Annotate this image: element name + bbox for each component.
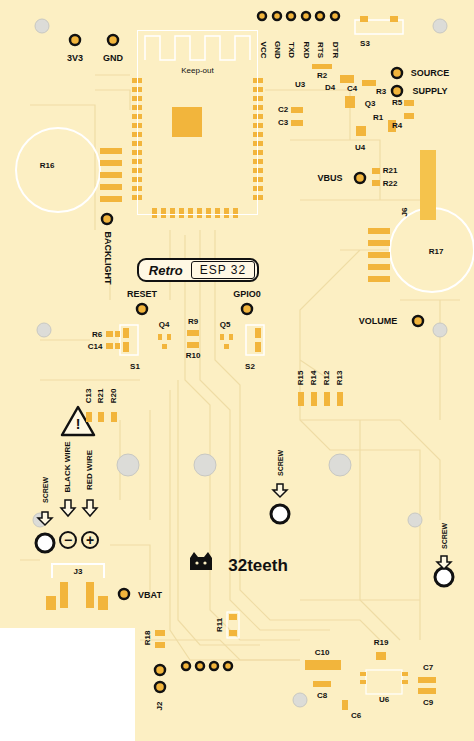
silkscreen-label: R11	[216, 618, 224, 632]
silkscreen-label: R13	[336, 371, 344, 386]
silkscreen-label: VCC	[259, 42, 267, 59]
silkscreen-label: C3	[278, 119, 288, 127]
silkscreen-label: Q3	[365, 100, 376, 108]
silkscreen-label: D4	[325, 84, 335, 92]
silkscreen-label: Q4	[159, 321, 170, 329]
silkscreen-label: C8	[317, 692, 327, 700]
silkscreen-label: RED WIRE	[86, 450, 94, 490]
silkscreen-label: R9	[188, 318, 198, 326]
silkscreen-label: R18	[144, 631, 152, 646]
silkscreen-label: R5	[392, 99, 402, 107]
silkscreen-label: RESET	[127, 290, 157, 299]
mounting-holes	[33, 19, 447, 707]
silkscreen-label: J6	[401, 208, 409, 217]
silkscreen-label: U3	[295, 81, 305, 89]
silkscreen-label: R15	[297, 371, 305, 386]
silkscreen-label: C9	[423, 699, 433, 707]
module-keepout: Keep-out	[137, 30, 258, 215]
silkscreen-label: TXD	[287, 42, 295, 58]
silkscreen-label: R3	[376, 88, 386, 96]
silkscreen-label: VBAT	[138, 591, 162, 600]
silkscreen-label: GND	[103, 54, 123, 63]
silkscreen-label: J3	[74, 568, 83, 576]
traces	[20, 75, 460, 660]
module-pads	[132, 78, 263, 218]
silkscreen-label: R12	[323, 371, 331, 386]
silkscreen-label: VOLUME	[359, 317, 398, 326]
silkscreen-label: R21	[97, 389, 105, 404]
antenna	[145, 36, 250, 60]
silkscreen-label: GND	[273, 41, 281, 59]
holder-pads	[100, 148, 436, 282]
battery-connector	[46, 564, 108, 610]
silkscreen-label: Q5	[220, 321, 231, 329]
silkscreen-label: GPIO0	[233, 290, 261, 299]
silkscreen-label: S3	[360, 40, 370, 48]
silkscreen-label: R6	[92, 331, 102, 339]
silkscreen-label: U6	[379, 696, 389, 704]
logo-chip: ESP 32	[191, 261, 255, 279]
silkscreen-label: SOURCE	[411, 69, 450, 78]
silkscreen-label: RXD	[302, 42, 310, 59]
silkscreen-label: U4	[355, 144, 365, 152]
silkscreen-label: DTR	[331, 42, 339, 58]
silkscreen-label: R19	[374, 639, 389, 647]
wire-terminals	[60, 532, 98, 548]
silkscreen-label: J2	[156, 702, 164, 711]
silkscreen-label: BLACK WIRE	[64, 441, 72, 492]
silkscreen-label: 32teeth	[228, 557, 288, 574]
silkscreen-label: C4	[347, 85, 357, 93]
silkscreen-label: RTS	[316, 42, 324, 58]
silkscreen-label: C7	[423, 664, 433, 672]
silkscreen-label: SCREW	[441, 523, 448, 549]
silkscreen-label: VBUS	[317, 174, 342, 183]
silkscreen-label: R2	[317, 72, 327, 80]
silkscreen-label: C14	[88, 343, 103, 351]
silkscreen-label: !	[76, 417, 81, 431]
silkscreen-label: R21	[383, 167, 398, 175]
silkscreen-label: 3V3	[67, 54, 83, 63]
silkscreen-label: R14	[310, 371, 318, 386]
switches	[120, 16, 403, 355]
silkscreen-label: S1	[130, 363, 140, 371]
battery-holders	[16, 128, 474, 292]
silkscreen-label: R22	[383, 180, 398, 188]
ground-pad	[172, 107, 202, 137]
logo-word: Retro	[149, 262, 191, 279]
logo-badge: RetroESP 32	[137, 258, 259, 282]
cat-logo	[190, 552, 212, 570]
silkscreen-label: C6	[351, 712, 361, 720]
smd-parts	[86, 64, 436, 710]
keepout-label: Keep-out	[179, 67, 215, 75]
silkscreen-label: C10	[315, 649, 330, 657]
silkscreen-label: SCREW	[42, 477, 49, 503]
silkscreen-label: R1	[373, 114, 383, 122]
silkscreen-label: SCREW	[277, 450, 284, 476]
silkscreen-label: +	[86, 533, 94, 547]
silkscreen-label: −	[64, 533, 72, 547]
silkscreen-label: C13	[85, 389, 93, 404]
silkscreen-label: S2	[245, 363, 255, 371]
screw-holes	[36, 505, 453, 586]
silkscreen-label: C2	[278, 106, 288, 114]
silkscreen-label: SUPPLY	[412, 87, 447, 96]
silkscreen-label: R10	[186, 352, 201, 360]
warning-triangle	[62, 407, 94, 435]
test-pads	[70, 12, 423, 692]
silkscreen-label: R17	[429, 248, 444, 256]
silkscreen-label: R16	[40, 162, 55, 170]
silkscreen-label: R20	[110, 389, 118, 404]
silkscreen-label: R4	[392, 122, 402, 130]
silkscreen-label: BACKLIGHT	[103, 232, 112, 285]
